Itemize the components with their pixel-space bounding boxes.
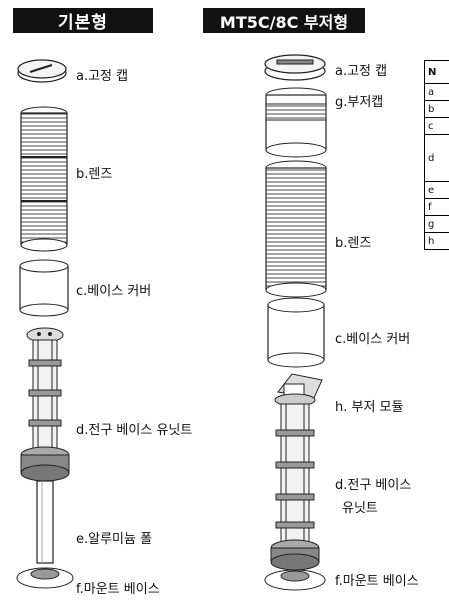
buzzer-type-header: MT5C/8C 부저형 (203, 8, 365, 33)
label-base-cover: c.베이스 커버 (76, 284, 152, 299)
right-lens-drawing (265, 160, 327, 298)
label-fixing-cap: a.고정 캡 (76, 69, 129, 84)
label-right-mount-base: f.마운트 베이스 (335, 574, 419, 589)
left-bulb-base-unit-drawing (20, 327, 70, 482)
table-row: b (424, 100, 449, 118)
right-fixing-cap-drawing (264, 54, 326, 81)
left-mount-base-drawing (16, 567, 74, 589)
table-row: g (424, 215, 449, 233)
label-buzzer-cap: g.부저캡 (335, 95, 384, 110)
right-bulb-base-unit-drawing (270, 393, 320, 571)
left-lens-drawing (20, 106, 68, 252)
table-row: c (424, 117, 449, 135)
left-aluminum-pole-drawing (36, 480, 54, 564)
label-bulb-base-unit: d.전구 베이스 유닛트 (76, 423, 193, 438)
left-base-cover-drawing (19, 259, 69, 317)
label-buzzer-module: h. 부저 모듈 (335, 400, 404, 415)
label-right-lens: b.렌즈 (335, 236, 372, 251)
label-right-fixing-cap: a.고정 캡 (335, 64, 388, 79)
table-row: d (424, 134, 449, 182)
buzzer-cap-drawing (265, 87, 327, 158)
label-mount-base: f.마운트 베이스 (76, 582, 160, 597)
label-aluminum-pole: e.알루미늄 폴 (76, 532, 153, 547)
right-mount-base-drawing (264, 569, 326, 591)
left-fixing-cap-drawing (17, 59, 67, 83)
label-lens: b.렌즈 (76, 167, 113, 182)
table-row: f (424, 198, 449, 216)
parts-table: N a b c d e f g h (424, 60, 449, 250)
label-right-base-cover: c.베이스 커버 (335, 332, 411, 347)
label-right-bulb-base-unit: 유닛트 (342, 501, 378, 516)
table-row: e (424, 181, 449, 199)
basic-type-header: 기본형 (13, 8, 153, 33)
table-header: N (424, 60, 449, 84)
table-row: h (424, 232, 449, 250)
table-row: a (424, 83, 449, 101)
label-right-bulb-base: d.전구 베이스 (335, 478, 412, 493)
right-base-cover-drawing (267, 297, 325, 368)
